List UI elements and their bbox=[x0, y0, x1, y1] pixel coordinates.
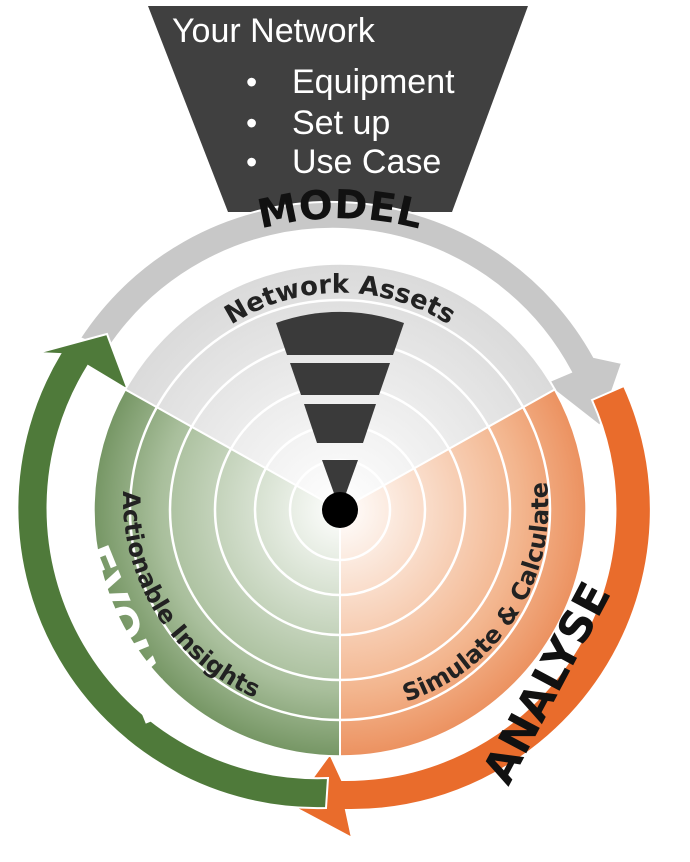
bullet-marker: • bbox=[246, 105, 257, 141]
evolve-arrow bbox=[16, 332, 330, 810]
funnel-shape bbox=[148, 6, 528, 212]
cycle-arrows bbox=[16, 200, 652, 840]
segment-simulate-calculate bbox=[339, 388, 588, 758]
bullet-marker: • bbox=[246, 144, 257, 180]
funnel: Your Network • Equipment • Set up • Use … bbox=[148, 6, 528, 212]
funnel-bullet-use-case: Use Case bbox=[292, 143, 441, 181]
funnel-title: Your Network bbox=[172, 12, 376, 50]
bullet-marker: • bbox=[246, 64, 257, 100]
segment-actionable-insights bbox=[92, 388, 341, 758]
funnel-bullet-equipment: Equipment bbox=[292, 63, 455, 101]
funnel-bullet-setup: Set up bbox=[292, 104, 390, 142]
dark-sector bbox=[276, 311, 404, 510]
dark-sector-band bbox=[304, 404, 376, 443]
center-dot bbox=[322, 492, 358, 528]
dark-sector-band bbox=[276, 311, 404, 355]
inner-wheel bbox=[92, 262, 588, 758]
dark-sector-band bbox=[322, 460, 358, 510]
dark-sector-band bbox=[290, 363, 390, 395]
